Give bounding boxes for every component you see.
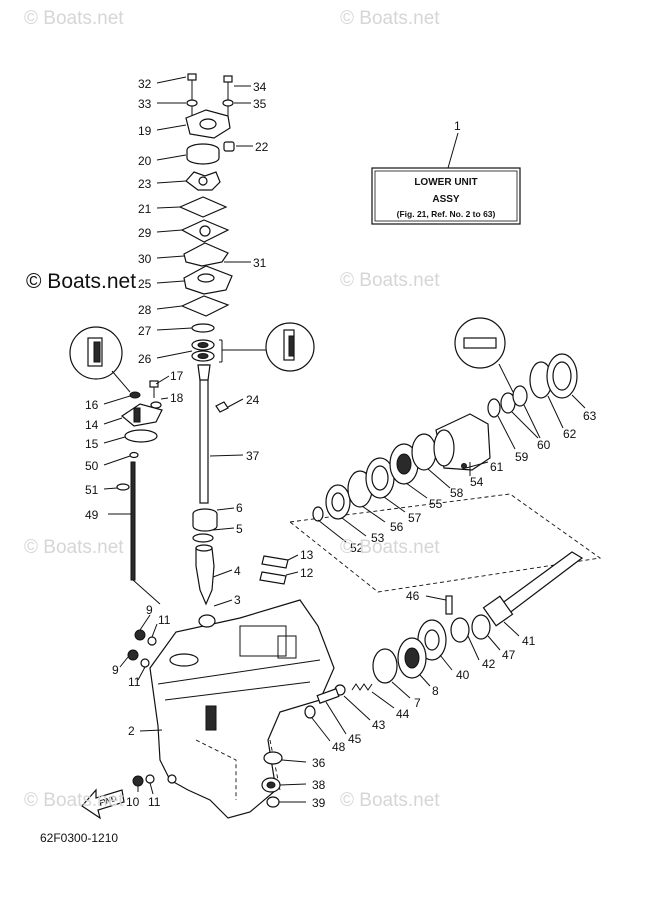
callout-61: 61: [490, 460, 504, 474]
callout-52: 52: [350, 541, 364, 555]
diagram-code: 62F0300-1210: [40, 831, 119, 845]
callout-15: 15: [85, 437, 99, 451]
watermark: © Boats.net: [340, 537, 440, 558]
callout-18: 18: [170, 391, 184, 405]
leader-lines: [103, 76, 586, 803]
drive-shaft: [197, 364, 229, 504]
callout-41: 41: [522, 634, 536, 648]
watermark: © Boats.net: [340, 790, 440, 811]
callout-29: 29: [138, 226, 152, 240]
callout-62: 62: [563, 427, 577, 441]
callout-50: 50: [85, 459, 99, 473]
callout-44: 44: [396, 707, 410, 721]
callout-17: 17: [170, 369, 184, 383]
callout-43: 43: [372, 718, 386, 732]
callout-48: 48: [332, 740, 346, 754]
watermark: © Boats.net: [24, 537, 124, 558]
watermark: © Boats.net: [340, 270, 440, 291]
callout-9-upper: 9: [146, 603, 153, 617]
callout-16: 16: [85, 398, 99, 412]
callout-24: 24: [246, 393, 260, 407]
callout-22: 22: [255, 140, 269, 154]
callout-36: 36: [312, 756, 326, 770]
callout-49: 49: [85, 508, 99, 522]
callout-3: 3: [234, 593, 241, 607]
callout-11-upper: 11: [158, 613, 171, 627]
callout-40: 40: [456, 668, 470, 682]
assembly-line-2: ASSY: [432, 194, 460, 205]
assembly-label-box: 1 LOWER UNIT ASSY (Fig. 21, Ref. No. 2 t…: [371, 119, 521, 225]
shift-rod-parts: [69, 326, 163, 668]
watermark: © Boats.net: [24, 790, 124, 811]
callout-35: 35: [253, 97, 267, 111]
callout-63: 63: [583, 409, 597, 423]
callout-2: 2: [128, 724, 135, 738]
callout-11-bottom: 11: [148, 795, 161, 809]
callout-20: 20: [138, 154, 152, 168]
callout-28: 28: [138, 303, 152, 317]
propeller-shaft-parts: [261, 317, 602, 808]
callout-9-lower: 9: [112, 663, 119, 677]
callout-59: 59: [515, 450, 529, 464]
callout-13: 13: [300, 548, 314, 562]
watermark: © Boats.net: [24, 8, 124, 29]
callout-12: 12: [300, 566, 314, 580]
callout-25: 25: [138, 277, 152, 291]
callout-38: 38: [312, 778, 326, 792]
callout-47: 47: [502, 648, 516, 662]
lower-case-housing: [132, 599, 335, 819]
callout-58: 58: [450, 486, 464, 500]
callout-46: 46: [406, 589, 420, 603]
drive-shaft-lower-parts: [192, 508, 289, 628]
callout-1: 1: [454, 119, 461, 133]
callout-53: 53: [371, 531, 385, 545]
callout-37: 37: [246, 449, 260, 463]
callout-30: 30: [138, 252, 152, 266]
watermark: © Boats.net: [340, 8, 440, 29]
callout-31: 31: [253, 256, 267, 270]
callout-51: 51: [85, 483, 99, 497]
callout-4: 4: [234, 564, 241, 578]
callout-60-a: 60: [537, 438, 551, 452]
callout-10: 10: [126, 795, 140, 809]
callout-34: 34: [253, 80, 267, 94]
callout-54: 54: [470, 475, 484, 489]
callout-42: 42: [482, 657, 496, 671]
callout-21: 21: [138, 202, 152, 216]
forward-arrow: FWD: [81, 788, 125, 820]
callout-56: 56: [390, 520, 404, 534]
watermark-strong: © Boats.net: [26, 270, 137, 293]
callout-8: 8: [432, 684, 439, 698]
callout-45: 45: [348, 732, 362, 746]
callout-7: 7: [414, 696, 421, 710]
callout-26: 26: [138, 352, 152, 366]
callout-19: 19: [138, 124, 152, 138]
callout-32: 32: [138, 77, 152, 91]
callout-23: 23: [138, 177, 152, 191]
water-pump-parts: [178, 73, 315, 372]
callout-39: 39: [312, 796, 326, 810]
assembly-line-3: (Fig. 21, Ref. No. 2 to 63): [397, 209, 496, 219]
callout-numbers: 32 33 34 35 19 22 20 23 21 29 30 31 25 2…: [85, 77, 597, 810]
callout-11-lower: 11: [128, 675, 141, 689]
callout-14: 14: [85, 418, 99, 432]
callout-27: 27: [138, 324, 152, 338]
callout-6: 6: [236, 501, 243, 515]
callout-33: 33: [138, 97, 152, 111]
callout-5: 5: [236, 522, 243, 536]
callout-57: 57: [408, 511, 422, 525]
callout-55: 55: [429, 497, 443, 511]
assembly-line-1: LOWER UNIT: [414, 177, 477, 188]
